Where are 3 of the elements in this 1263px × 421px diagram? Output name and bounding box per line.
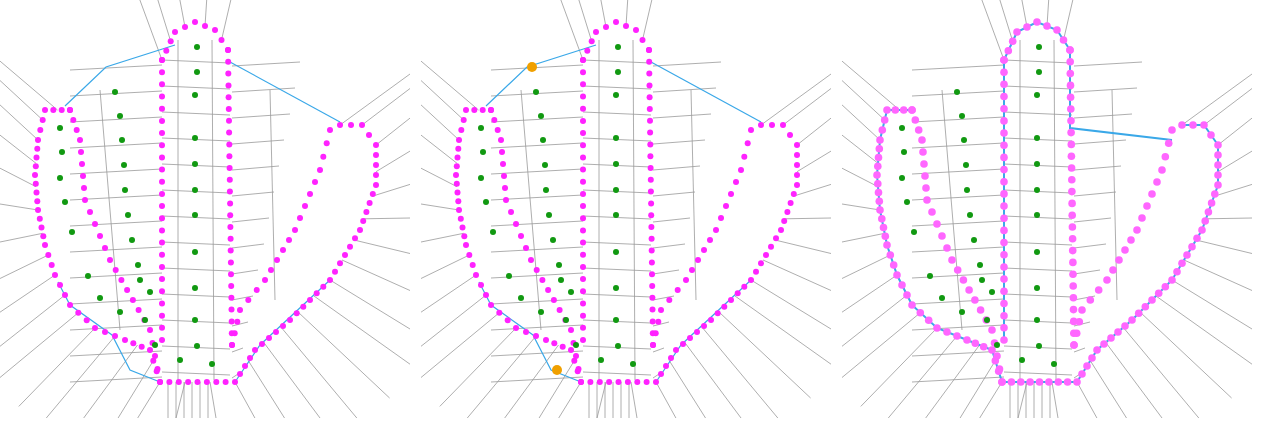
voronoi-cell-drawing	[0, 0, 411, 419]
voronoi-cell-drawing	[841, 0, 1253, 419]
voronoi-cell-drawing	[420, 0, 832, 419]
